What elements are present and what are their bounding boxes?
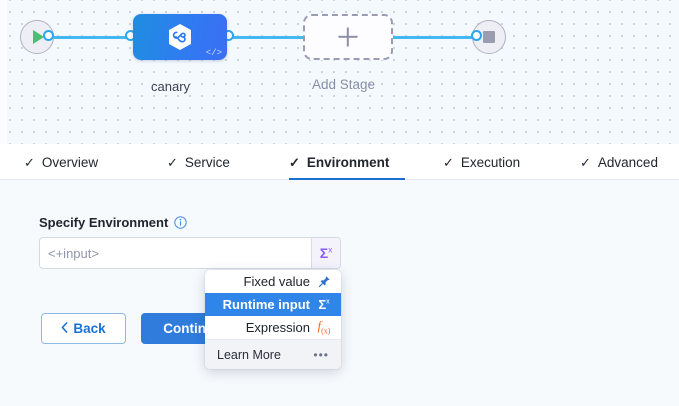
harness-hexagon-icon bbox=[169, 24, 191, 50]
connector-wire-add-to-end bbox=[390, 36, 480, 39]
add-stage-label: Add Stage bbox=[312, 77, 376, 92]
stage-config-tabs: ✓ Overview ✓ Service ✓ Environment ✓ Exe… bbox=[0, 144, 679, 181]
sigma-icon: Σx bbox=[319, 245, 333, 261]
check-icon: ✓ bbox=[24, 154, 35, 170]
pin-icon bbox=[317, 275, 331, 288]
add-stage-button[interactable] bbox=[303, 14, 393, 60]
stage-label-canary: canary bbox=[151, 79, 191, 94]
learn-more-label: Learn More bbox=[217, 347, 281, 362]
pipeline-canvas[interactable]: </> canary Add Stage bbox=[0, 0, 679, 144]
environment-input[interactable]: <+input> bbox=[48, 245, 99, 261]
value-type-dropdown: Fixed value Runtime input Σx Expression … bbox=[205, 270, 341, 369]
stop-icon bbox=[483, 31, 495, 43]
check-icon: ✓ bbox=[580, 154, 591, 170]
stage-code-badge[interactable]: </> bbox=[205, 48, 222, 58]
ellipsis-icon[interactable]: ••• bbox=[313, 347, 329, 362]
play-icon bbox=[33, 30, 44, 44]
tab-environment[interactable]: ✓ Environment bbox=[289, 144, 405, 181]
tab-overview-label: Overview bbox=[41, 154, 99, 170]
check-icon: ✓ bbox=[167, 154, 178, 170]
chevron-left-icon bbox=[61, 321, 68, 336]
port-dot-start[interactable] bbox=[43, 30, 54, 41]
back-button[interactable]: Back bbox=[41, 313, 126, 344]
runtime-input-toggle-button[interactable]: Σx bbox=[311, 238, 340, 268]
tab-service-label: Service bbox=[184, 154, 230, 170]
specify-environment-label: Specify Environment bbox=[39, 215, 188, 230]
pipeline-start-node[interactable] bbox=[20, 20, 54, 54]
check-icon: ✓ bbox=[289, 154, 300, 170]
connector-wire-stage-to-add bbox=[228, 36, 308, 39]
fx-icon: f(x) bbox=[317, 318, 331, 336]
canvas-left-edge-fade bbox=[0, 0, 7, 144]
dropdown-item-fixed-value-label: Fixed value bbox=[243, 274, 310, 289]
field-label-text: Specify Environment bbox=[39, 215, 169, 230]
connector-wire-start-to-stage bbox=[46, 36, 144, 39]
dropdown-item-runtime-input-label: Runtime input bbox=[222, 297, 310, 312]
tab-advanced[interactable]: ✓ Advanced bbox=[580, 144, 658, 180]
dropdown-item-expression[interactable]: Expression f(x) bbox=[205, 316, 341, 339]
back-button-label: Back bbox=[73, 321, 106, 336]
tab-service[interactable]: ✓ Service bbox=[167, 144, 230, 180]
sigma-icon: Σx bbox=[318, 297, 330, 312]
tab-advanced-label: Advanced bbox=[597, 154, 658, 170]
tab-environment-label: Environment bbox=[306, 154, 390, 170]
info-icon[interactable] bbox=[174, 216, 188, 229]
dropdown-item-runtime-input[interactable]: Runtime input Σx bbox=[205, 293, 341, 316]
dropdown-learn-more[interactable]: Learn More ••• bbox=[205, 339, 341, 369]
plus-icon-vertical bbox=[346, 27, 350, 47]
specify-environment-input-group[interactable]: <+input> Σx bbox=[39, 237, 341, 269]
tab-overview[interactable]: ✓ Overview bbox=[24, 144, 98, 180]
port-dot-end[interactable] bbox=[471, 30, 482, 41]
stage-node-canary[interactable]: </> bbox=[133, 14, 227, 60]
dropdown-item-fixed-value[interactable]: Fixed value bbox=[205, 270, 341, 293]
active-tab-underline bbox=[289, 178, 405, 181]
tab-execution[interactable]: ✓ Execution bbox=[443, 144, 520, 180]
check-icon: ✓ bbox=[443, 154, 454, 170]
tab-execution-label: Execution bbox=[460, 154, 521, 170]
dropdown-item-expression-label: Expression bbox=[245, 320, 310, 335]
